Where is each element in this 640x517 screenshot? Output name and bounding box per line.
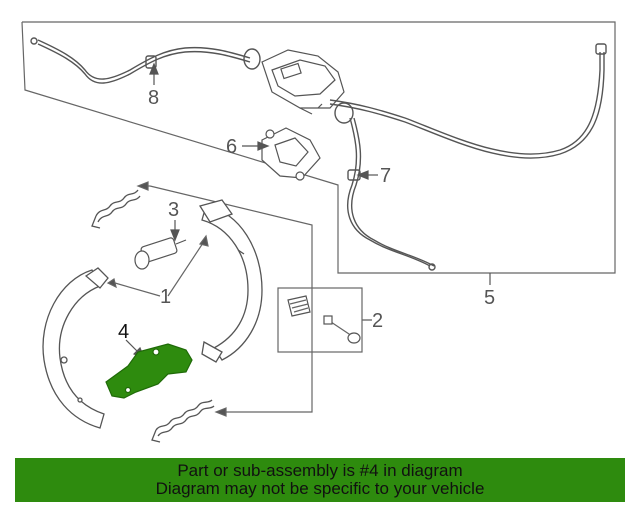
callout-4: 4 [118, 321, 129, 343]
brake-actuator [261, 49, 345, 115]
callout-8: 8 [148, 87, 159, 109]
callout-2: 2 [372, 310, 383, 332]
brake-cable-7 [334, 102, 436, 271]
brake-cable-right [329, 43, 607, 159]
callout-6: 6 [226, 136, 237, 158]
lower-assembly-frame [106, 181, 313, 417]
return-spring-upper [91, 189, 141, 229]
callout-5: 5 [484, 287, 495, 309]
adjuster-3 [134, 237, 187, 270]
brake-cable-left [30, 37, 261, 84]
callout-3: 3 [168, 199, 179, 221]
hold-down-kit-2 [277, 287, 363, 353]
mounting-bracket-6 [261, 127, 321, 181]
banner-line-1: Part or sub-assembly is #4 in diagram [177, 461, 463, 480]
highlighted-part-4 [105, 343, 193, 399]
leader-lines [125, 62, 491, 360]
assembly-outline-5 [21, 21, 616, 274]
callout-7: 7 [380, 165, 391, 187]
return-spring-lower [151, 399, 215, 443]
brake-shoe-left [42, 267, 109, 429]
brake-shoe-right [198, 199, 263, 363]
info-banner: Part or sub-assembly is #4 in diagram Di… [15, 458, 625, 502]
banner-line-2: Diagram may not be specific to your vehi… [155, 479, 485, 498]
callout-1: 1 [160, 286, 171, 308]
